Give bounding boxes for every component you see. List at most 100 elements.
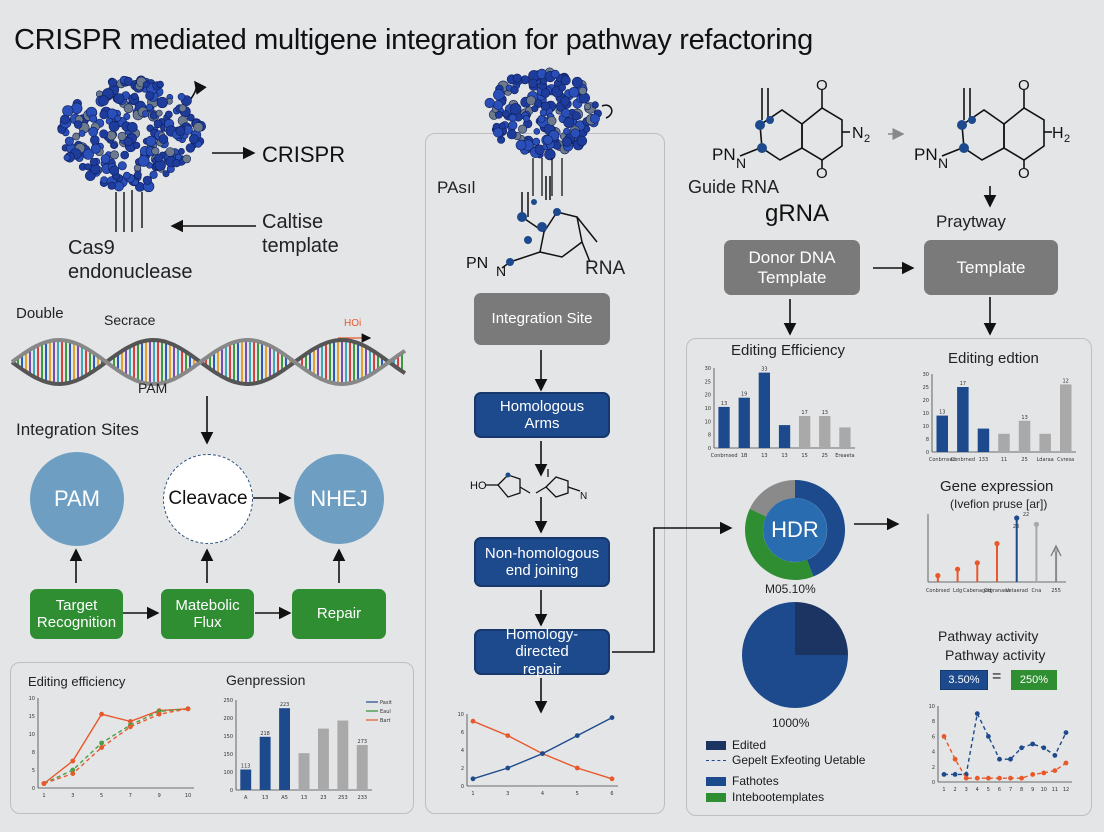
x-tick-label: Conbrnsed [929, 457, 956, 463]
x-tick-label: Conbrsed [926, 588, 950, 594]
bar [298, 753, 310, 790]
donut-center [763, 498, 827, 562]
y-tick-label: 8 [932, 719, 935, 725]
bar [977, 428, 990, 452]
data-point [963, 775, 969, 781]
genpression-title: Genpression [226, 672, 306, 688]
svg-text:2: 2 [864, 133, 870, 145]
data-point [974, 711, 980, 716]
editing-efficiency-title: Editing Efficiency [731, 342, 845, 359]
data-point [1019, 745, 1024, 751]
template-box[interactable]: Template [924, 240, 1058, 295]
legend-gepelt: Gepelt Exfeoting Uetable [706, 753, 865, 767]
y-tick-label: 8 [32, 750, 35, 756]
y-tick-label: 150 [223, 734, 233, 740]
bar [356, 745, 368, 790]
bar [259, 736, 271, 790]
svg-text:O: O [1018, 77, 1030, 94]
middle-panel [425, 133, 665, 814]
x-tick-label: Vetaerad [1005, 588, 1028, 594]
svg-text:N: N [496, 263, 506, 279]
x-tick-label: 3 [965, 787, 968, 793]
cleavace-circle: Cleavace [163, 454, 253, 544]
data-point [156, 711, 162, 717]
integration-site-box[interactable]: Integration Site [474, 293, 610, 345]
legend-label: Eaul [380, 709, 391, 715]
data-label: 218 [260, 731, 270, 737]
data-label: 13 [822, 410, 828, 416]
y-tick-label: 8 [926, 437, 929, 443]
data-point [986, 734, 991, 739]
data-point [954, 566, 961, 572]
data-point [1063, 760, 1069, 766]
x-tick-label: 9 [1031, 787, 1034, 793]
data-point [609, 776, 615, 782]
x-tick-label: Cabenaged [963, 588, 991, 594]
bar [957, 387, 969, 452]
bar [279, 708, 290, 790]
x-tick-label: Conbrned [951, 457, 975, 463]
bar [240, 769, 252, 790]
x-tick-label: 5 [576, 791, 579, 797]
x-tick-label: 15 [801, 453, 807, 459]
pie-slice [795, 480, 846, 577]
x-tick-label: 5 [987, 787, 990, 793]
bar [936, 415, 948, 452]
hdr-donut-chart [745, 480, 846, 580]
data-point [941, 734, 947, 739]
cas9-protein-illustration [57, 75, 206, 232]
data-point [470, 776, 476, 782]
editing-efficiency-bottom-title: Editing efficiency [28, 674, 126, 689]
data-point [505, 765, 511, 771]
y-tick-label: 25 [705, 379, 711, 385]
data-point [609, 715, 615, 720]
y-tick-label: 0 [32, 786, 35, 792]
x-tick-label: 13 [262, 795, 268, 801]
data-point [986, 775, 991, 781]
series-line [943, 736, 1067, 779]
guide-rna-label: Guide RNA [688, 177, 780, 197]
data-point [952, 756, 958, 762]
y-tick-label: 30 [923, 372, 929, 378]
cas9-protein-illustration-middle [484, 67, 613, 196]
x-tick-label: 10 [185, 793, 191, 799]
bar [718, 406, 730, 448]
small-molecule: HO N [470, 469, 587, 502]
x-tick-label: 13 [301, 795, 307, 801]
data-label: 12 [1063, 378, 1069, 384]
cas9-label: Cas9 endonuclease [68, 237, 193, 283]
data-point [1008, 756, 1013, 762]
y-tick-label: 20 [705, 393, 711, 399]
y-tick-label: 6 [461, 730, 464, 736]
repair-box[interactable]: Repair [292, 589, 386, 639]
data-point [185, 706, 191, 712]
x-tick-label: 253 [338, 795, 348, 801]
praytway-label: Praytway [936, 212, 1006, 231]
y-tick-label: 30 [705, 366, 711, 372]
hdr-percent-label: M05.10% [765, 582, 816, 596]
y-tick-label: 10 [929, 704, 935, 710]
legend-label: Pasit [380, 700, 392, 706]
y-tick-label: 10 [29, 732, 35, 738]
bar [758, 372, 770, 448]
x-tick-label: Ldg [953, 588, 962, 594]
data-point [574, 765, 580, 771]
x-tick-label: 4 [976, 787, 979, 793]
x-tick-label: Cvresa [1057, 457, 1074, 463]
molecule-middle: PN N [466, 176, 598, 279]
rna-label: RNA [585, 258, 626, 279]
y-tick-label: 4 [932, 750, 935, 756]
nhej-circle: NHEJ [294, 454, 384, 544]
data-point [1052, 768, 1058, 773]
double-label: Double [16, 305, 64, 322]
data-point [540, 751, 545, 756]
